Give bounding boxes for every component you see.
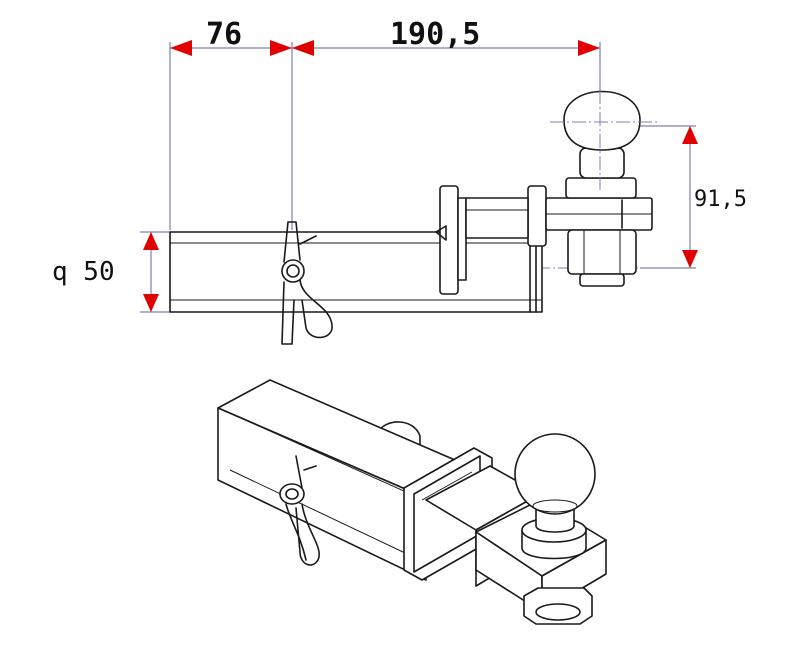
iso-tube-side (217, 407, 427, 581)
arrow-190-left (292, 40, 314, 56)
dimension-arrows (143, 40, 698, 312)
tow-ball (563, 90, 641, 151)
hitch-pin-clip (281, 221, 333, 345)
collar-flange (439, 185, 459, 295)
square-tube (169, 231, 543, 313)
pin-hole (281, 259, 305, 283)
ball-nut (567, 229, 637, 275)
dim-label-50: q 50 (52, 257, 115, 287)
arrow-50-bottom (143, 294, 159, 312)
arrow-91-bottom (682, 250, 698, 268)
side-view (169, 90, 660, 345)
iso-tow-ball (514, 433, 596, 515)
arrow-91-top (682, 126, 698, 144)
arrow-76-left (170, 40, 192, 56)
arrow-76-right (270, 40, 292, 56)
iso-hitch-clip (285, 455, 320, 566)
arrow-190-right (578, 40, 600, 56)
isometric-view (217, 379, 607, 625)
dim-label-76: 76 (206, 17, 242, 52)
dim-label-91: 91,5 (694, 187, 747, 212)
dim-label-190: 190,5 (390, 17, 480, 52)
arrow-50-top (143, 232, 159, 250)
iso-pin-head (279, 483, 305, 505)
